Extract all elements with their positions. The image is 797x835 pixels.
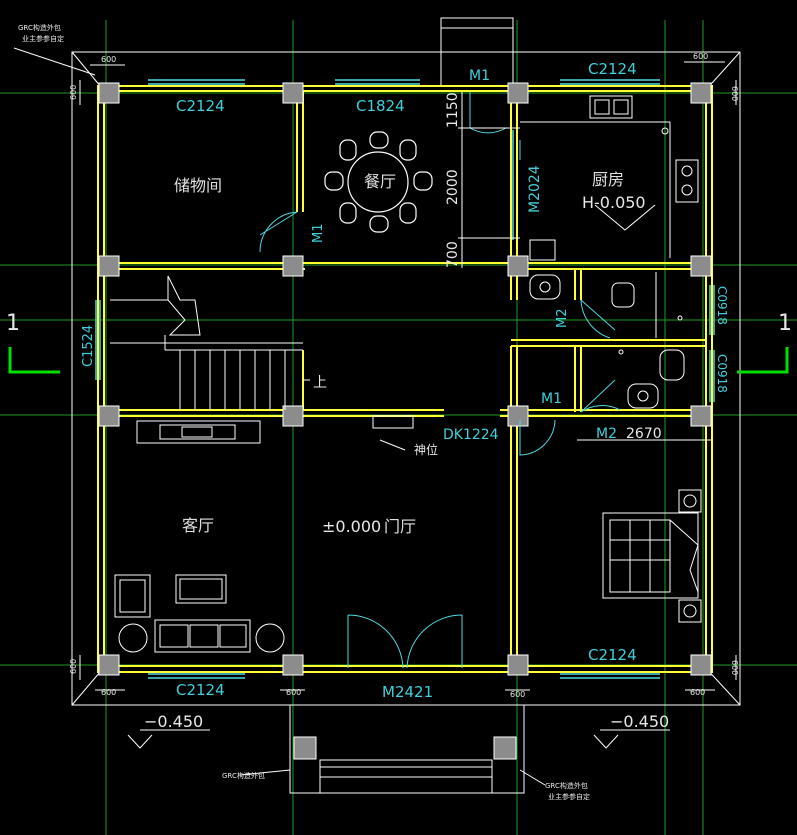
kitchen-fittings xyxy=(520,95,699,261)
dim-600-bottom-left-v: 600 xyxy=(69,659,78,674)
window-label-c1524: C1524 xyxy=(81,325,96,367)
section-marker-left: 1 xyxy=(6,311,20,336)
living-furniture xyxy=(114,415,414,653)
note-top-left-1: GRC构造外包 xyxy=(18,23,61,32)
stairs xyxy=(110,275,310,410)
shrine-label: 神位 xyxy=(414,442,438,457)
bathroom-fittings xyxy=(529,272,685,409)
window-label-c0918-upper: C0918 xyxy=(715,286,729,325)
dim-2000: 2000 xyxy=(445,169,461,205)
room-label-kitchen: 厨房 xyxy=(592,170,624,189)
dim-600-bottom-mid-2: 600 xyxy=(510,690,525,699)
room-label-dining: 餐厅 xyxy=(364,172,396,191)
opening-label-dk1224: DK1224 xyxy=(443,427,499,443)
door-label-m1-storage: M1 xyxy=(311,224,326,244)
windows xyxy=(95,79,715,679)
kitchen-elevation: H-0.050 xyxy=(582,193,646,212)
note-bottom-right-2: 业主参参自定 xyxy=(548,792,590,801)
door-label-m2024: M2024 xyxy=(527,165,543,213)
window-label-c1824: C1824 xyxy=(356,97,405,115)
door-label-m1-bath: M1 xyxy=(541,391,562,407)
room-label-living: 客厅 xyxy=(182,516,214,535)
window-label-c2124-top-left: C2124 xyxy=(176,97,225,115)
dim-2670: 2670 xyxy=(626,426,662,442)
window-label-c2124-top-right: C2124 xyxy=(588,60,637,78)
dim-600-top-left-v: 600 xyxy=(69,85,78,100)
dim-600-bottom-left-h: 600 xyxy=(101,688,116,697)
window-label-c2124-bottom-left: C2124 xyxy=(176,681,225,699)
stair-up-label: 上 xyxy=(313,375,327,391)
columns xyxy=(98,82,712,760)
level-right: −0.450 xyxy=(610,712,669,731)
door-label-m2-toilet: M2 xyxy=(555,309,570,329)
bed xyxy=(602,489,702,623)
dining-table xyxy=(324,131,433,233)
dim-1150: 1150 xyxy=(445,92,461,128)
room-label-storage: 储物间 xyxy=(174,176,222,195)
window-label-c0918-lower: C0918 xyxy=(715,354,729,393)
dim-600-top-right-h: 600 xyxy=(693,52,708,61)
dim-600-bottom-right-h: 600 xyxy=(690,688,705,697)
door-label-m2-bedroom: M2 xyxy=(596,426,617,442)
door-label-m1-top: M1 xyxy=(469,68,490,84)
dimension-lines xyxy=(13,47,737,786)
door-label-m2421: M2421 xyxy=(382,683,433,701)
section-markers xyxy=(8,347,789,374)
dim-600-bottom-right-v: 600 xyxy=(730,660,739,675)
window-label-c2124-bottom-right: C2124 xyxy=(588,646,637,664)
hall-elevation: ±0.000 xyxy=(322,517,381,536)
section-marker-right: 1 xyxy=(778,311,792,336)
note-bottom-right-1: GRC构造外包 xyxy=(545,781,588,790)
dim-600-bottom-mid-1: 600 xyxy=(286,688,301,697)
dim-600-top-left-h: 600 xyxy=(101,55,116,64)
dim-700: 700 xyxy=(445,241,461,268)
dim-600-top-right-v: 600 xyxy=(730,86,739,101)
note-top-left-2: 业主参参自定 xyxy=(22,34,64,43)
front-porch xyxy=(289,704,525,794)
level-left: −0.450 xyxy=(144,712,203,731)
room-label-hall: 门厅 xyxy=(384,517,416,536)
note-bottom-left: GRC构造外包 xyxy=(222,771,265,780)
